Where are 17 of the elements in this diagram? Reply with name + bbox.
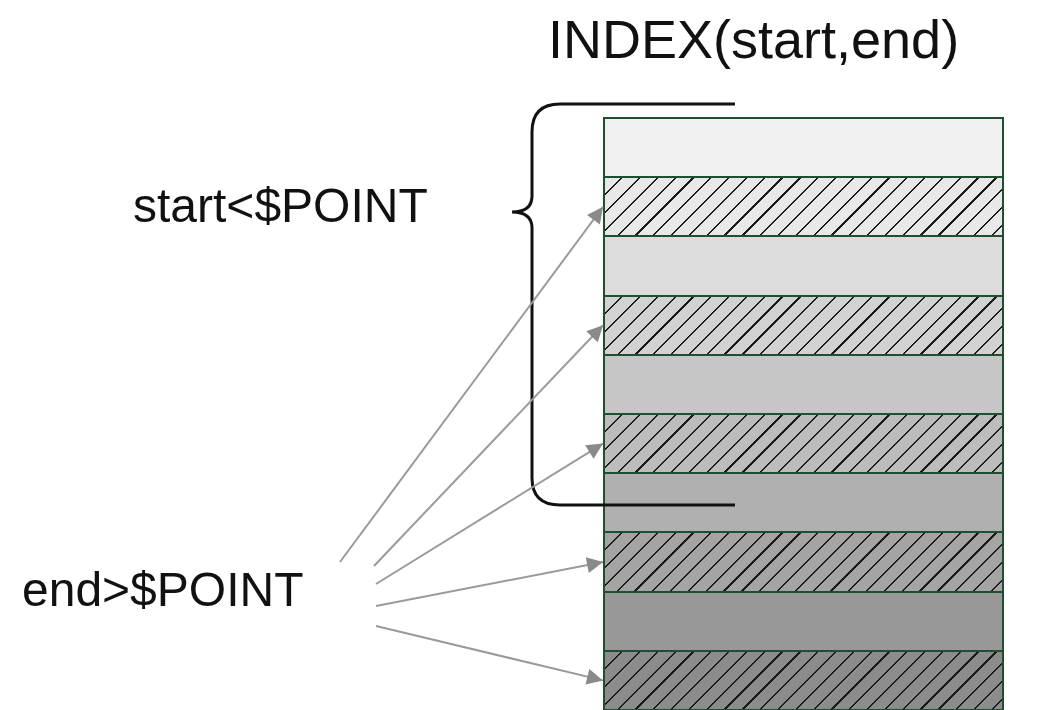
pointer-label: end>$POINT [22, 566, 304, 614]
bracket-label: start<$POINT [133, 182, 428, 230]
arrow [375, 557, 604, 607]
arrow [375, 625, 604, 685]
shaded-band [603, 590, 1004, 652]
hatched-band [603, 176, 1004, 238]
hatched-band [603, 649, 1004, 710]
hatched-band [603, 294, 1004, 356]
shaded-band [603, 472, 1004, 534]
shaded-band [603, 353, 1004, 415]
arrow [375, 442, 604, 585]
shaded-band [603, 117, 1004, 179]
hatched-band [603, 413, 1004, 475]
shaded-band [603, 235, 1004, 297]
arrow [339, 205, 604, 563]
arrow [373, 324, 604, 567]
hatched-band [603, 531, 1004, 593]
